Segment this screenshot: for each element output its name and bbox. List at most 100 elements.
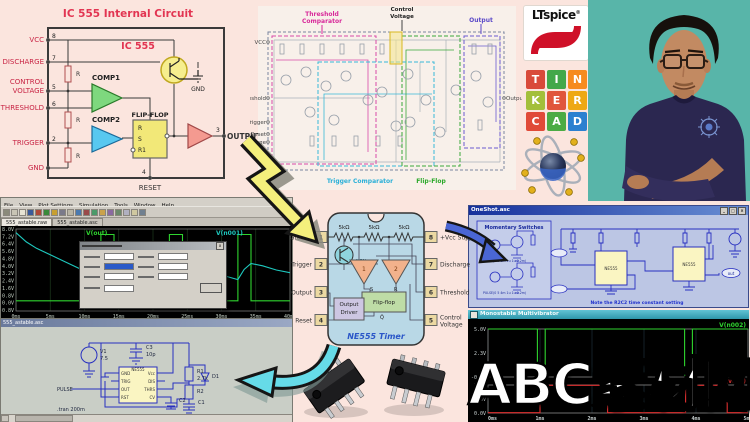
internal-wires [48, 39, 224, 178]
toolbar-button[interactable] [3, 208, 10, 216]
toolbar-button[interactable] [115, 208, 122, 216]
svg-text:5kΩ: 5kΩ [369, 225, 380, 231]
y-tick: 2.4V [2, 279, 14, 285]
pin-label-trigger: TRIGGER [12, 139, 44, 147]
sch-pin-trigger: Trigger [250, 120, 267, 126]
plot-settings-dialog[interactable]: x [79, 241, 227, 309]
y-tick: 6.4V [2, 242, 14, 248]
scroll-thumb[interactable] [15, 415, 73, 422]
menu-item-simulation[interactable]: Simulation [78, 203, 109, 206]
sch-pin-reset: Reset [251, 132, 267, 138]
svg-text:S: S [370, 287, 373, 293]
menu-item-help[interactable]: Help [161, 203, 175, 206]
toolbar-button[interactable] [27, 208, 34, 216]
dialog-ok-button[interactable] [200, 283, 222, 293]
menu-item-tools[interactable]: Tools [114, 203, 128, 206]
dialog-titlebar[interactable]: x [80, 242, 226, 250]
dialog-field-selected[interactable] [104, 263, 134, 270]
svg-text:R: R [76, 117, 80, 124]
ne555-symbol[interactable] [118, 366, 158, 404]
dip8-chip [386, 354, 446, 409]
output-buffer [187, 123, 214, 149]
watermark-text: ABC素材网 [467, 351, 750, 420]
toolbar-button[interactable] [35, 208, 42, 216]
svg-text:2.7k: 2.7k [197, 376, 208, 382]
sch-pin-output: Output [506, 96, 522, 102]
toolbar-button[interactable] [107, 208, 114, 216]
svg-text:R: R [76, 153, 80, 160]
dialog-field[interactable] [158, 273, 188, 280]
flipflop-region-label: Flip-Flop [416, 178, 446, 185]
svg-text:Flip-flop: Flip-flop [373, 300, 396, 306]
toolbar-button[interactable] [123, 208, 130, 216]
toolbar-button[interactable] [91, 208, 98, 216]
svg-text:8: 8 [429, 235, 433, 242]
toolbar-button[interactable] [43, 208, 50, 216]
toolbar-button[interactable] [67, 208, 74, 216]
pin-num-4: 4 [142, 169, 146, 176]
close-icon[interactable]: × [738, 206, 746, 215]
x-tick: 10ms [78, 314, 90, 319]
minimize-icon[interactable]: _ [720, 206, 728, 215]
flipflop-region [401, 35, 461, 167]
pin-output: Output [291, 290, 312, 297]
toolbar-button[interactable] [75, 208, 82, 216]
svg-text:TRIG: TRIG [120, 379, 131, 384]
tab-555_astable.raw[interactable]: 555_astable.raw [1, 218, 53, 226]
schematic-note: Note the R2C2 time constant setting [591, 300, 684, 306]
toolbar-button[interactable] [59, 208, 66, 216]
toolbar-button[interactable] [11, 208, 18, 216]
monostable-titlebar[interactable]: Monostable Multivibrator [468, 310, 749, 319]
y-tick: 0.0V [474, 411, 486, 417]
x-tick: 5ms [46, 314, 55, 319]
dialog-field[interactable] [104, 253, 134, 260]
toolbar-button[interactable] [83, 208, 90, 216]
c3-label: C3 [146, 345, 153, 351]
toolbar-button[interactable] [51, 208, 58, 216]
toolbar-button[interactable] [131, 208, 138, 216]
svg-text:R1: R1 [138, 147, 146, 154]
ic-label: IC 555 [121, 41, 155, 52]
dialog-field[interactable] [104, 284, 134, 292]
momentary-switches-label: Momentary Switches [484, 225, 543, 231]
dialog-close-icon[interactable]: x [216, 242, 224, 250]
horizontal-scrollbar[interactable] [1, 414, 292, 422]
svg-text:10p: 10p [146, 352, 156, 358]
maximize-icon[interactable]: □ [729, 206, 737, 215]
toolbar-button[interactable] [99, 208, 106, 216]
dialog-field[interactable] [158, 263, 188, 270]
menu-item-plot-settings[interactable]: Plot Settings [38, 203, 73, 206]
svg-text:1: 1 [362, 266, 366, 273]
tab-555_astable.asc[interactable]: 555_astable.asc [52, 218, 103, 226]
output-region [463, 35, 501, 149]
svg-text:CV: CV [149, 395, 155, 400]
y-tick: 5.0V [474, 327, 486, 333]
dialog-field[interactable] [158, 253, 188, 260]
scroll-left-arrow[interactable] [1, 415, 9, 422]
svg-text:out: out [728, 271, 735, 276]
ne555-symbol[interactable] [672, 246, 706, 282]
reset-label: RESET [139, 184, 162, 192]
oneshot-titlebar[interactable]: OneShot.asc _ □ × [469, 206, 748, 215]
svg-text:Driver: Driver [341, 310, 359, 316]
menu-item-view[interactable]: View [19, 203, 33, 206]
trace-label: V(vout) [721, 378, 747, 385]
toolbar-button[interactable] [19, 208, 26, 216]
toolbar-button[interactable] [139, 208, 146, 216]
menu-item-window[interactable]: Window [133, 203, 156, 206]
tinkercad-tile-I: I [547, 70, 566, 89]
schematic-canvas: GND TRIG OUT RST Vcc DIS THRS CV NE555 V… [1, 327, 292, 414]
svg-text:4: 4 [319, 318, 323, 325]
svg-text:NE555: NE555 [604, 266, 618, 271]
oneshot-window: OneShot.asc _ □ × Momentary Switches PUL… [468, 205, 749, 308]
pin-num-8: 8 [52, 33, 56, 40]
dialog-field[interactable] [104, 273, 134, 280]
menu-item-file[interactable]: File [4, 203, 14, 206]
ne555-symbol[interactable] [594, 250, 628, 286]
svg-text:NE555: NE555 [682, 262, 696, 267]
y-tick: 4.8V [2, 256, 14, 262]
presenter-photo [588, 0, 750, 201]
trigger-comparator-region [317, 61, 435, 167]
